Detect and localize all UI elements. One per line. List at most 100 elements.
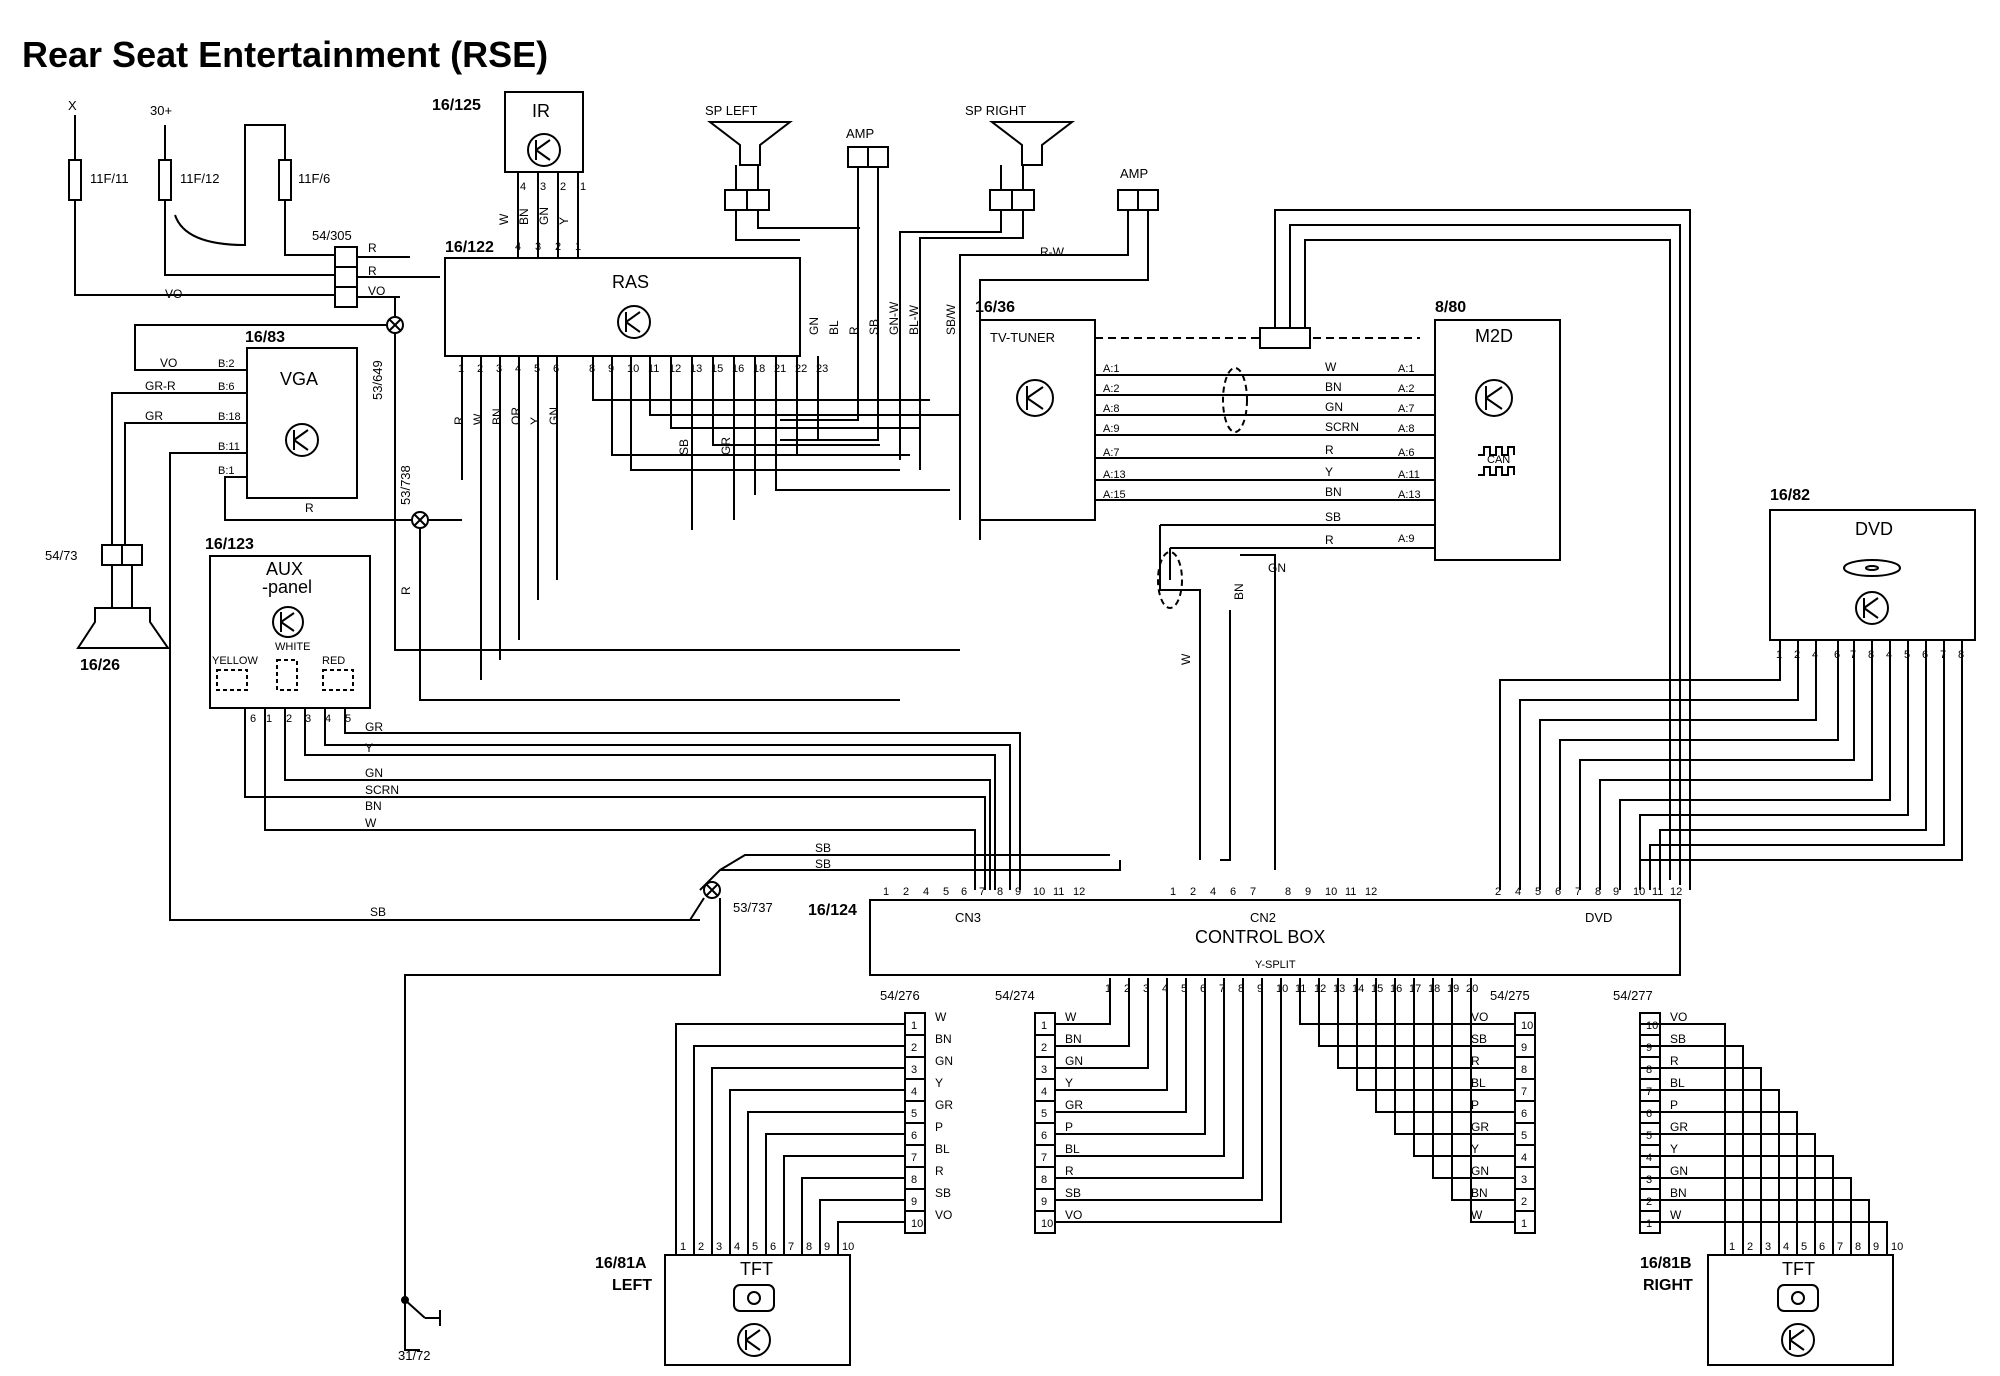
connector-pin-number: 9	[911, 1196, 917, 1208]
harness-wire	[1640, 1199, 1870, 1255]
svg-text:8: 8	[1285, 886, 1291, 898]
svg-text:A:8: A:8	[1398, 423, 1415, 435]
tft-pin-number: 4	[734, 1241, 740, 1253]
wire-code: GR	[1471, 1120, 1489, 1134]
component-name: VGA	[280, 369, 318, 389]
connector-label: 54/276	[880, 988, 920, 1003]
component-name: AUX	[266, 559, 303, 579]
svg-text:Y-SPLIT: Y-SPLIT	[1255, 959, 1296, 971]
m2d-unit: 8/80 M2D CAN A:1 A:2 A:7 A:8 A:6 A:11 A:…	[1095, 209, 1691, 890]
svg-text:Y: Y	[528, 417, 542, 425]
wire-code: GR	[1670, 1120, 1688, 1134]
svg-text:10: 10	[627, 363, 639, 375]
component-name: AMP	[846, 126, 874, 141]
ras-pin-row: 1 2 3 4 5 6 8 9 10 11 12 13 15 16 18 21 …	[458, 363, 828, 375]
wire-code: R	[1471, 1054, 1480, 1068]
svg-text:8: 8	[1238, 983, 1244, 995]
harness-wire	[1299, 978, 1515, 1025]
harness-wire	[1337, 978, 1515, 1069]
component-id: 16/122	[445, 239, 494, 256]
connector-pin-number: 8	[1041, 1174, 1047, 1186]
connector-label: 54/305	[312, 228, 352, 243]
wire-code: GR	[1065, 1098, 1083, 1112]
harness-wire	[1640, 1221, 1888, 1255]
svg-text:6: 6	[1200, 983, 1206, 995]
svg-text:10: 10	[1276, 983, 1288, 995]
svg-text:YELLOW: YELLOW	[212, 655, 258, 667]
connector-pin-number: 6	[1521, 1108, 1527, 1120]
splice-53-737: 53/737 SB SB SB	[170, 841, 1121, 1351]
wire-code: Y	[1471, 1142, 1479, 1156]
svg-text:4: 4	[923, 886, 929, 898]
svg-text:4: 4	[1515, 886, 1521, 898]
connector-pin-number: 9	[1521, 1042, 1527, 1054]
svg-text:2: 2	[903, 886, 909, 898]
svg-text:19: 19	[1447, 983, 1459, 995]
svg-text:1: 1	[1105, 983, 1111, 995]
svg-text:W: W	[365, 816, 377, 830]
connector-pin-number: 9	[1646, 1042, 1652, 1054]
wire-code: R	[399, 586, 413, 595]
connector-label: 54/274	[995, 988, 1035, 1003]
harness-wire	[1356, 978, 1515, 1091]
harness-wire	[1055, 978, 1187, 1113]
svg-text:SB: SB	[677, 439, 691, 455]
connector-pin-number: 7	[1041, 1152, 1047, 1164]
svg-text:B:2: B:2	[218, 358, 235, 370]
connector-label: 54/73	[45, 548, 78, 563]
connector-pin-number: 3	[1041, 1064, 1047, 1076]
harness-wire	[1055, 978, 1225, 1157]
harness-wire	[1640, 1111, 1798, 1255]
svg-text:A:7: A:7	[1103, 447, 1120, 459]
component-name: AMP	[1120, 166, 1148, 181]
svg-text:A:2: A:2	[1398, 383, 1415, 395]
svg-text:3: 3	[1143, 983, 1149, 995]
wire-code: BL	[1670, 1076, 1685, 1090]
svg-text:A:9: A:9	[1398, 533, 1415, 545]
wire-code: SB	[370, 905, 386, 919]
component-id: 16/81B	[1640, 1255, 1692, 1272]
wire-code: VO	[165, 287, 182, 301]
svg-text:WHITE: WHITE	[275, 641, 310, 653]
svg-text:GN: GN	[1325, 400, 1343, 414]
component-name: SP LEFT	[705, 103, 758, 118]
svg-text:GN: GN	[807, 317, 821, 335]
wire-code: BN	[1471, 1186, 1488, 1200]
wire-code: GN	[1065, 1054, 1083, 1068]
connector-pin-number: 10	[1041, 1218, 1053, 1230]
svg-text:BL-W: BL-W	[907, 304, 921, 335]
svg-text:GN: GN	[365, 766, 383, 780]
tft-pin-number: 6	[770, 1241, 776, 1253]
ras-unit: 16/122 RAS 4 3 2 1 1 2 3 4 5 6 8 9 10 11…	[444, 239, 960, 680]
svg-text:8: 8	[997, 886, 1003, 898]
harness-wire	[837, 1221, 905, 1255]
connector-label: 54/277	[1613, 988, 1653, 1003]
wire-code: GN	[1471, 1164, 1489, 1178]
wire-code: P	[1471, 1098, 1479, 1112]
fuse-supply-label: X	[68, 98, 77, 113]
wire-code: BL	[935, 1142, 950, 1156]
svg-text:9: 9	[1015, 886, 1021, 898]
dvd-pin-row: 2 4 5 6 7 8 9 10 11 12	[1495, 886, 1682, 898]
splice-53-738: 53/738 R	[398, 465, 900, 701]
svg-text:R: R	[452, 416, 466, 425]
speaker-16-26: 16/26	[76, 607, 170, 674]
splice-label: 53/649	[370, 360, 385, 400]
fuse-11f11: X 11F/11	[68, 98, 345, 296]
connector-pin-number: 2	[1521, 1196, 1527, 1208]
svg-text:17: 17	[1409, 983, 1421, 995]
connector-pin-number: 8	[1646, 1064, 1652, 1076]
harness-wire	[729, 1089, 905, 1255]
connector-pin-number: 9	[1041, 1196, 1047, 1208]
svg-text:B:6: B:6	[218, 381, 235, 393]
connector-pin-number: 5	[1041, 1108, 1047, 1120]
svg-text:21: 21	[774, 363, 786, 375]
component-name: DVD	[1855, 519, 1893, 539]
svg-text:CN3: CN3	[955, 910, 981, 925]
harness-wire	[1432, 978, 1515, 1179]
control-box: 16/124 CONTROL BOX CN3 CN2 DVD Y-SPLIT 1…	[808, 886, 1682, 995]
component-id: 16/82	[1770, 487, 1810, 504]
svg-text:12: 12	[1365, 886, 1377, 898]
